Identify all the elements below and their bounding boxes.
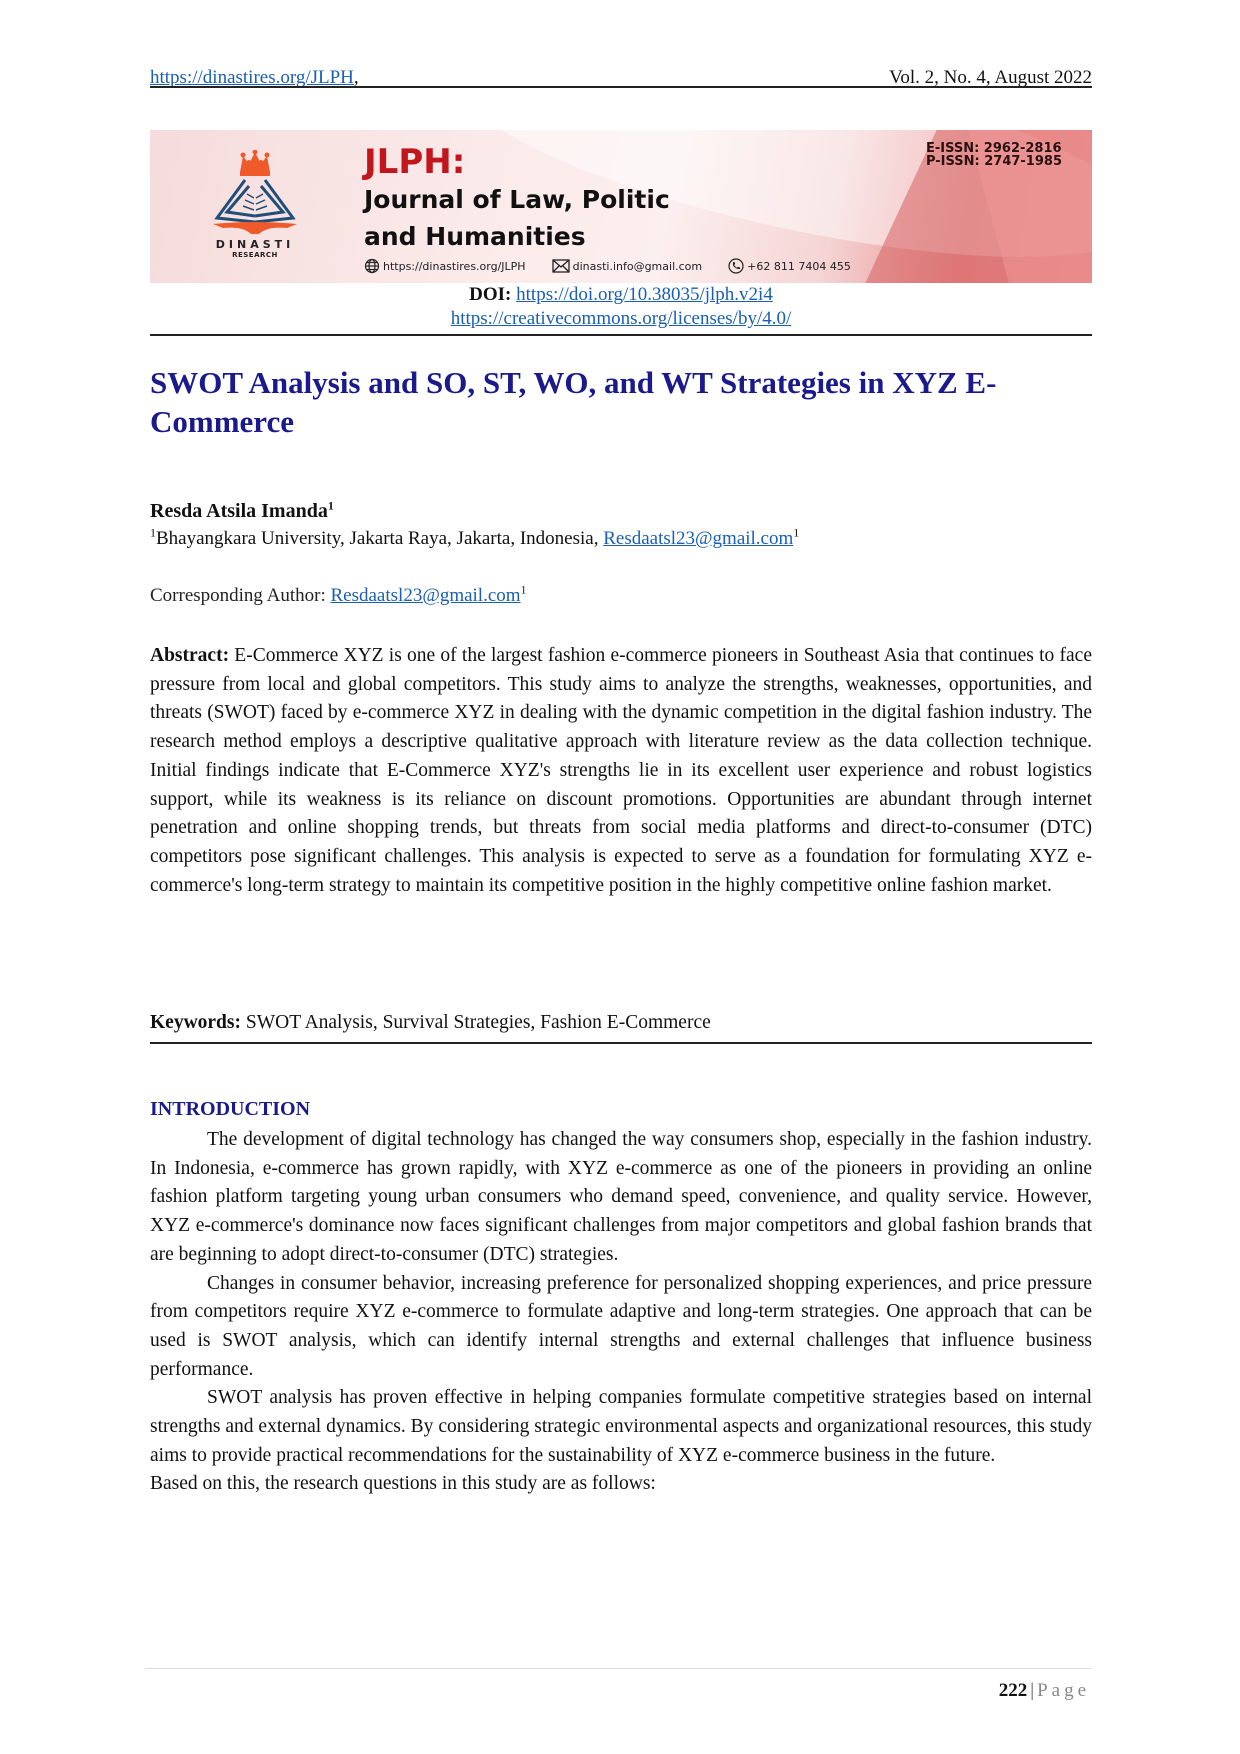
author-name-text: Resda Atsila Imanda (150, 500, 328, 522)
journal-url-link[interactable]: https://dinastires.org/JLPH (150, 67, 354, 88)
email-contact: dinasti.info@gmail.com (551, 259, 703, 273)
journal-abbr: JLPH: (364, 142, 466, 182)
globe-icon (364, 258, 380, 274)
journal-url-suffix: , (353, 67, 359, 88)
doi-line: DOI: https://doi.org/10.38035/jlph.v2i4 (150, 283, 1092, 307)
doi-block: DOI: https://doi.org/10.38035/jlph.v2i4 … (150, 283, 1092, 331)
doi-label: DOI: (469, 284, 512, 305)
footer-rule (145, 1668, 1092, 1669)
issn-block: E-ISSN: 2962-2816 P-ISSN: 2747-1985 (926, 142, 1062, 168)
corresponding-label: Corresponding Author: (150, 585, 331, 606)
affiliation-text: Bhayangkara University, Jakarta Raya, Ja… (156, 528, 604, 549)
license-line: https://creativecommons.org/licenses/by/… (150, 307, 1092, 331)
phone-icon (728, 258, 744, 274)
doi-link[interactable]: https://doi.org/10.38035/jlph.v2i4 (516, 284, 773, 305)
website-contact: https://dinastires.org/JLPH (364, 258, 526, 274)
intro-paragraph: Changes in consumer behavior, increasing… (150, 1272, 1092, 1380)
page-separator: | (1030, 1680, 1035, 1701)
crown-book-icon (213, 150, 297, 234)
doi-rule (150, 334, 1092, 336)
author-email-link[interactable]: Resdaatsl23@gmail.com (603, 528, 794, 549)
p-issn: P-ISSN: 2747-1985 (925, 154, 1062, 169)
email-sup: 1 (793, 525, 800, 540)
phone-text: +62 811 7404 455 (747, 259, 851, 273)
abstract-text: E-Commerce XYZ is one of the largest fas… (150, 645, 1092, 896)
intro-paragraph: The development of digital technology ha… (150, 1129, 1092, 1265)
journal-name-line1: Journal of Law, Politic (364, 185, 670, 214)
header-rule (150, 86, 1092, 88)
banner-contacts: https://dinastires.org/JLPH dinasti.info… (364, 258, 851, 274)
keywords-text: SWOT Analysis, Survival Strategies, Fash… (241, 1012, 711, 1033)
website-text: https://dinastires.org/JLPH (383, 259, 526, 273)
journal-url-wrap: https://dinastires.org/JLPH, (150, 67, 359, 89)
intro-paragraph: SWOT analysis has proven effective in he… (150, 1387, 1092, 1466)
publisher-name: DINASTI (215, 238, 295, 251)
publisher-logo: DINASTI RESEARCH (200, 150, 310, 270)
publisher-sub: RESEARCH (232, 251, 278, 259)
author-name: Resda Atsila Imanda1 (150, 498, 334, 523)
journal-title-block: JLPH: Journal of Law, Politic and Humani… (364, 144, 670, 254)
author-sup: 1 (327, 498, 334, 513)
running-header: https://dinastires.org/JLPH, Vol. 2, No.… (150, 57, 1092, 89)
journal-banner: DINASTI RESEARCH JLPH: Journal of Law, P… (150, 130, 1092, 283)
section-heading-introduction: INTRODUCTION (150, 1098, 311, 1120)
corresponding-email-link[interactable]: Resdaatsl23@gmail.com (330, 585, 521, 606)
keywords-label: Keywords: (150, 1012, 241, 1033)
abstract-label: Abstract: (150, 645, 230, 666)
author-affiliation: 1Bhayangkara University, Jakarta Raya, J… (150, 525, 800, 550)
e-issn: E-ISSN: 2962-2816 (925, 141, 1062, 156)
intro-paragraph: Based on this, the research questions in… (150, 1473, 656, 1495)
corresponding-sup: 1 (520, 582, 527, 597)
journal-name-line2: and Humanities (364, 222, 586, 251)
page-label: Page (1037, 1680, 1090, 1701)
page-footer: 222|Page (999, 1680, 1090, 1702)
phone-contact: +62 811 7404 455 (728, 258, 851, 274)
page-number: 222 (998, 1680, 1028, 1701)
keywords: Keywords: SWOT Analysis, Survival Strate… (150, 1012, 711, 1034)
abstract: Abstract: E-Commerce XYZ is one of the l… (150, 642, 1092, 900)
article-title: SWOT Analysis and SO, ST, WO, and WT Str… (150, 365, 997, 439)
license-link[interactable]: https://creativecommons.org/licenses/by/… (450, 308, 792, 329)
mail-icon (551, 259, 570, 273)
email-text: dinasti.info@gmail.com (572, 259, 703, 273)
corresponding-author: Corresponding Author: Resdaatsl23@gmail.… (150, 582, 527, 607)
introduction-body: The development of digital technology ha… (150, 1126, 1092, 1499)
volume-info: Vol. 2, No. 4, August 2022 (889, 67, 1092, 88)
affiliation-sup: 1 (150, 525, 156, 540)
keywords-rule (150, 1042, 1092, 1044)
